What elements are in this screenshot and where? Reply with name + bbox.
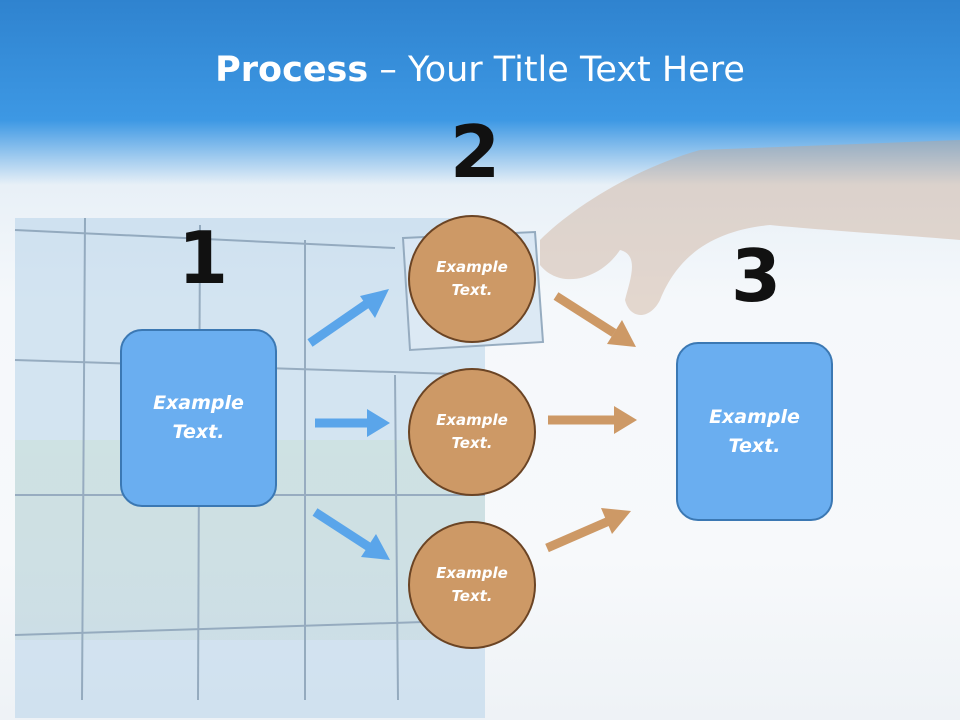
step-2-circle-middle[interactable]: Example Text. xyxy=(408,368,536,496)
circle-bottom-text-line-2: Text. xyxy=(451,587,493,605)
step-2-circle-bottom[interactable]: Example Text. xyxy=(408,521,536,649)
circle-top-text: Example Text. xyxy=(436,256,508,302)
step-2-number: 2 xyxy=(450,110,501,194)
title-bold: Process xyxy=(215,50,369,90)
cube-wall xyxy=(14,217,545,718)
step-1-text-line-2: Text. xyxy=(172,421,225,443)
blue-arrow-down xyxy=(312,508,390,560)
blue-arrow-up xyxy=(307,289,389,347)
step-3-box[interactable]: Example Text. xyxy=(676,342,833,521)
circle-top-text-line-1: Example xyxy=(436,258,508,276)
blue-arrow-right xyxy=(315,409,390,437)
circle-bottom-text: Example Text. xyxy=(436,562,508,608)
circle-middle-text-line-1: Example xyxy=(436,411,508,429)
step-1-box[interactable]: Example Text. xyxy=(120,329,277,507)
step-2-circle-top[interactable]: Example Text. xyxy=(408,215,536,343)
brown-arrow-down xyxy=(553,292,636,347)
step-1-text: Example Text. xyxy=(153,389,244,447)
step-3-text-line-2: Text. xyxy=(728,434,781,457)
step-3-text-line-1: Example xyxy=(709,405,800,428)
title-rest: – Your Title Text Here xyxy=(368,50,745,90)
hand xyxy=(540,140,960,315)
brown-arrow-right xyxy=(548,406,637,434)
circle-top-text-line-2: Text. xyxy=(451,281,493,299)
step-3-text: Example Text. xyxy=(709,403,800,461)
circle-middle-text-line-2: Text. xyxy=(451,434,493,452)
step-3-number: 3 xyxy=(731,234,782,318)
step-1-text-line-1: Example xyxy=(153,392,244,414)
page-title: Process – Your Title Text Here xyxy=(0,50,960,90)
circle-middle-text: Example Text. xyxy=(436,409,508,455)
brown-arrow-up xyxy=(545,508,631,553)
circle-bottom-text-line-1: Example xyxy=(436,564,508,582)
step-1-number: 1 xyxy=(178,216,229,300)
